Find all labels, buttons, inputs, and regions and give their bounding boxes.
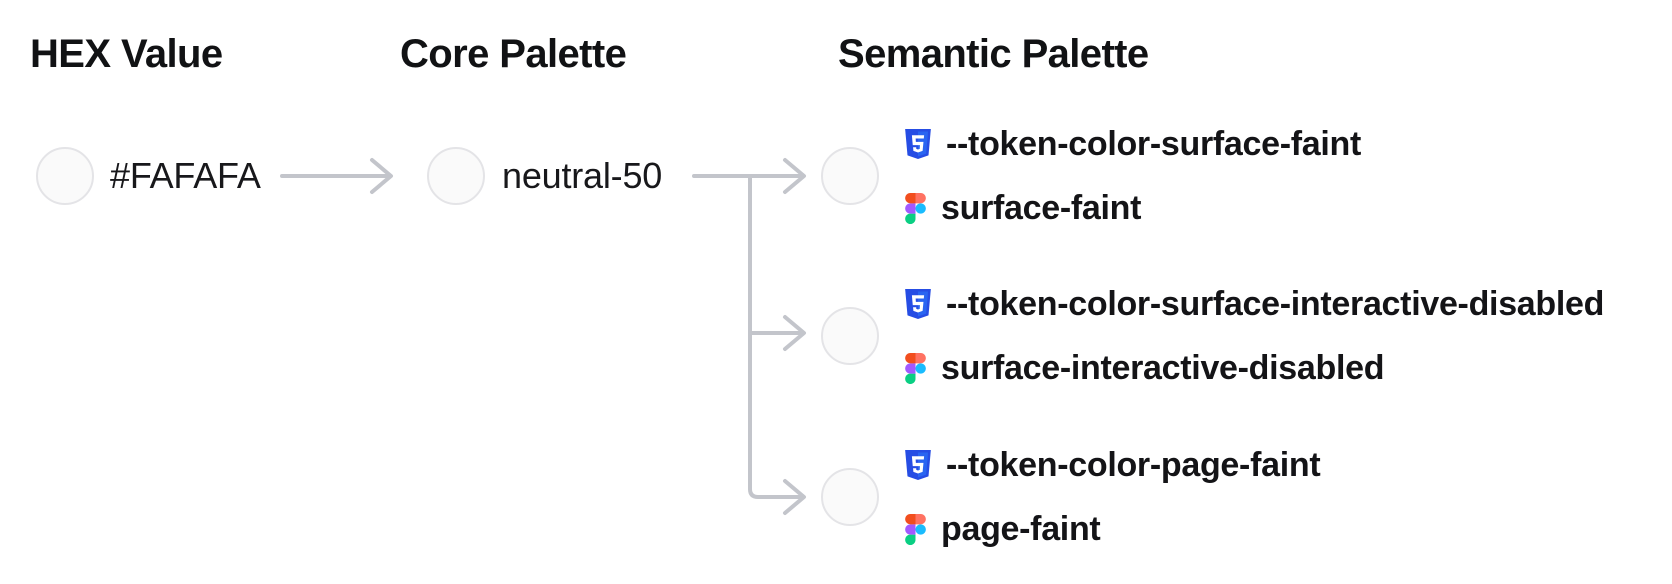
semantic-color-swatch — [821, 307, 879, 365]
semantic-token-entry: --token-color-page-faint page-faint — [821, 432, 1321, 562]
figma-token-row: page-faint — [905, 497, 1320, 561]
css-variable-row: --token-color-surface-interactive-disabl… — [905, 272, 1604, 336]
figma-logo-icon — [905, 192, 926, 224]
hex-value-column-header: HEX Value — [30, 32, 223, 76]
figma-logo-icon — [905, 513, 926, 545]
figma-token-name: page-faint — [941, 509, 1101, 548]
figma-logo-icon — [905, 352, 926, 384]
css-variable-name: --token-color-page-faint — [946, 445, 1321, 484]
css3-shield-icon — [905, 129, 931, 159]
css3-shield-icon — [905, 450, 931, 480]
css3-shield-icon — [905, 289, 931, 319]
semantic-color-swatch — [821, 147, 879, 205]
hex-value-label: #FAFAFA — [110, 155, 261, 196]
figma-token-row: surface-faint — [905, 176, 1361, 240]
css-variable-name: --token-color-surface-faint — [946, 124, 1362, 163]
figma-token-name: surface-interactive-disabled — [941, 348, 1385, 387]
figma-token-row: surface-interactive-disabled — [905, 336, 1604, 400]
figma-token-name: surface-faint — [941, 188, 1142, 227]
core-color-swatch — [427, 147, 485, 205]
css-variable-row: --token-color-page-faint — [905, 433, 1321, 497]
css-variable-row: --token-color-surface-faint — [905, 112, 1361, 176]
semantic-color-swatch — [821, 468, 879, 526]
core-palette-column-header: Core Palette — [400, 32, 627, 76]
arrow-core-to-semantic-branch-icon — [692, 158, 806, 515]
core-palette-label: neutral-50 — [502, 155, 663, 196]
css-variable-name: --token-color-surface-interactive-disabl… — [946, 284, 1605, 323]
arrow-hex-to-core-icon — [280, 158, 393, 194]
semantic-token-entry: --token-color-surface-faint surface-fain… — [821, 111, 1361, 241]
semantic-palette-column-header: Semantic Palette — [838, 32, 1149, 76]
semantic-token-entry: --token-color-surface-interactive-disabl… — [821, 271, 1604, 401]
hex-color-swatch — [36, 147, 94, 205]
